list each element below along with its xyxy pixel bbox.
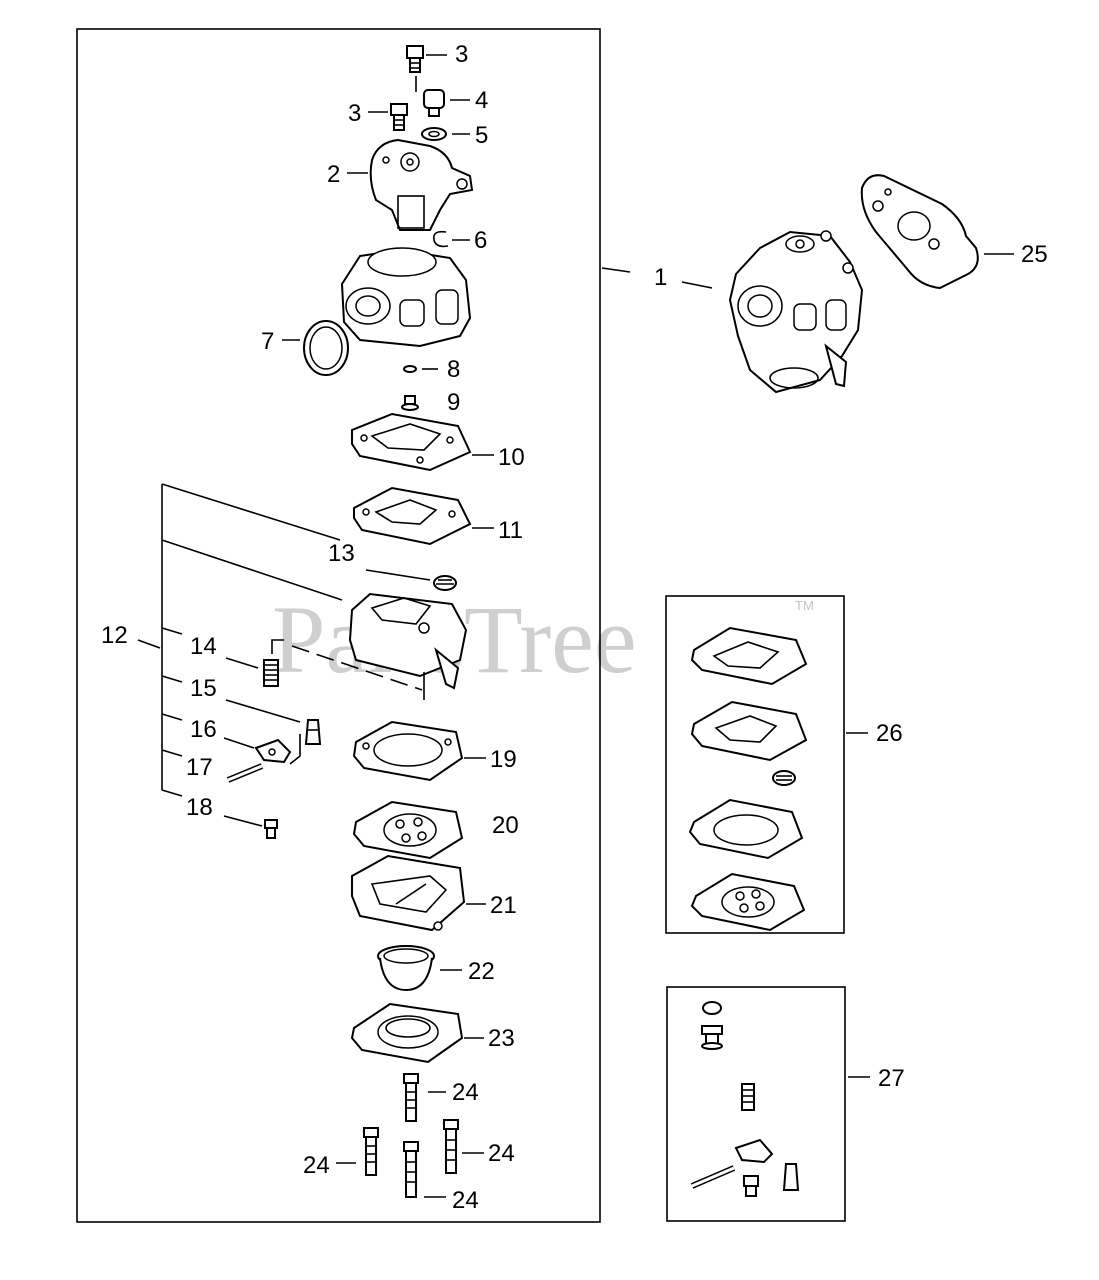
leader-14	[225, 657, 259, 669]
label-part-16: 16	[190, 716, 217, 743]
part-throttle-body[interactable]	[369, 138, 474, 231]
leader-12	[137, 639, 161, 649]
label-part-19: 19	[490, 746, 517, 773]
part-cover-screw-4[interactable]	[403, 1141, 419, 1198]
part-insulator-gasket[interactable]	[860, 174, 979, 290]
bracket-line-14	[161, 627, 183, 635]
part-lever-screw[interactable]	[264, 819, 278, 839]
leader-1-right	[681, 281, 713, 289]
part-metering-gasket[interactable]	[352, 720, 464, 782]
repair-kit-frame	[666, 986, 846, 1222]
part-gasket-kit[interactable]	[688, 626, 808, 932]
label-part-14: 14	[190, 633, 217, 660]
label-part-10: 10	[498, 444, 525, 471]
label-part-8: 8	[447, 356, 460, 383]
label-part-3-left: 3	[348, 100, 361, 127]
label-part-6: 6	[474, 227, 487, 254]
part-carburetor-body[interactable]	[340, 247, 472, 348]
part-screw-left[interactable]	[390, 103, 408, 131]
part-adjust-knob[interactable]	[423, 89, 445, 117]
bracket-line-17	[161, 749, 183, 757]
part-washer[interactable]	[421, 127, 447, 141]
label-part-4: 4	[475, 87, 488, 114]
label-part-2: 2	[327, 161, 340, 188]
part-inlet-screen[interactable]	[433, 575, 457, 591]
label-part-26: 26	[876, 720, 903, 747]
label-part-22: 22	[468, 958, 495, 985]
assembly-line-15	[289, 734, 301, 765]
part-cover-screw-2[interactable]	[363, 1127, 379, 1176]
part-needle-seat[interactable]	[401, 395, 419, 411]
leader-13	[365, 569, 431, 581]
label-part-15: 15	[190, 675, 217, 702]
label-part-27: 27	[878, 1065, 905, 1092]
part-carburetor-assembly[interactable]	[728, 230, 864, 394]
part-cover-screw-1[interactable]	[403, 1073, 419, 1122]
label-part-11: 11	[498, 517, 523, 544]
label-part-13: 13	[328, 540, 355, 567]
assembly-line-14	[271, 639, 284, 654]
label-part-24-d: 24	[452, 1187, 479, 1214]
leader-1-left	[601, 267, 631, 273]
label-part-20: 20	[492, 812, 519, 839]
part-small-seal[interactable]	[403, 365, 417, 373]
bracket-line-16	[161, 713, 183, 721]
part-primer-cover[interactable]	[350, 1002, 464, 1064]
label-part-23: 23	[488, 1025, 515, 1052]
label-part-21: 21	[490, 892, 517, 919]
leader-15	[225, 699, 301, 723]
label-part-24-b: 24	[303, 1152, 330, 1179]
main-exploded-frame	[76, 28, 601, 1223]
label-part-9: 9	[447, 389, 460, 416]
label-part-1: 1	[654, 264, 667, 291]
part-metering-cover[interactable]	[351, 854, 466, 932]
label-part-25: 25	[1021, 241, 1048, 268]
part-pump-diaphragm[interactable]	[353, 486, 472, 546]
label-part-24-a: 24	[452, 1079, 479, 1106]
label-part-12: 12	[101, 622, 128, 649]
part-primer-bulb[interactable]	[377, 945, 435, 992]
leader-16	[223, 737, 255, 749]
label-part-7: 7	[261, 328, 274, 355]
label-part-3-top: 3	[455, 41, 468, 68]
part-metering-lever[interactable]	[254, 738, 292, 764]
part-pump-gasket[interactable]	[351, 412, 472, 472]
watermark-trademark: TM	[795, 598, 814, 613]
label-part-17: 17	[186, 754, 213, 781]
bracket-line-body	[161, 539, 343, 601]
part-inlet-needle[interactable]	[304, 719, 322, 745]
bracket-line-15	[161, 675, 183, 683]
part-screw-top[interactable]	[406, 45, 424, 73]
part-metering-diaphragm[interactable]	[352, 800, 464, 860]
part-metering-spring[interactable]	[263, 659, 279, 687]
part-cover-screw-3[interactable]	[443, 1119, 459, 1174]
part-o-ring[interactable]	[303, 320, 349, 376]
label-part-18: 18	[186, 794, 213, 821]
part-metering-body[interactable]	[348, 592, 468, 690]
part-clip[interactable]	[432, 230, 449, 248]
bracket-line-13	[161, 483, 341, 541]
label-part-24-c: 24	[488, 1140, 515, 1167]
part-repair-kit[interactable]	[690, 1001, 800, 1197]
assembly-dash-line	[291, 645, 423, 691]
leader-18	[223, 815, 263, 827]
gasket-kit-frame	[665, 595, 845, 934]
label-part-5: 5	[475, 122, 488, 149]
bracket-line-18	[161, 789, 183, 797]
